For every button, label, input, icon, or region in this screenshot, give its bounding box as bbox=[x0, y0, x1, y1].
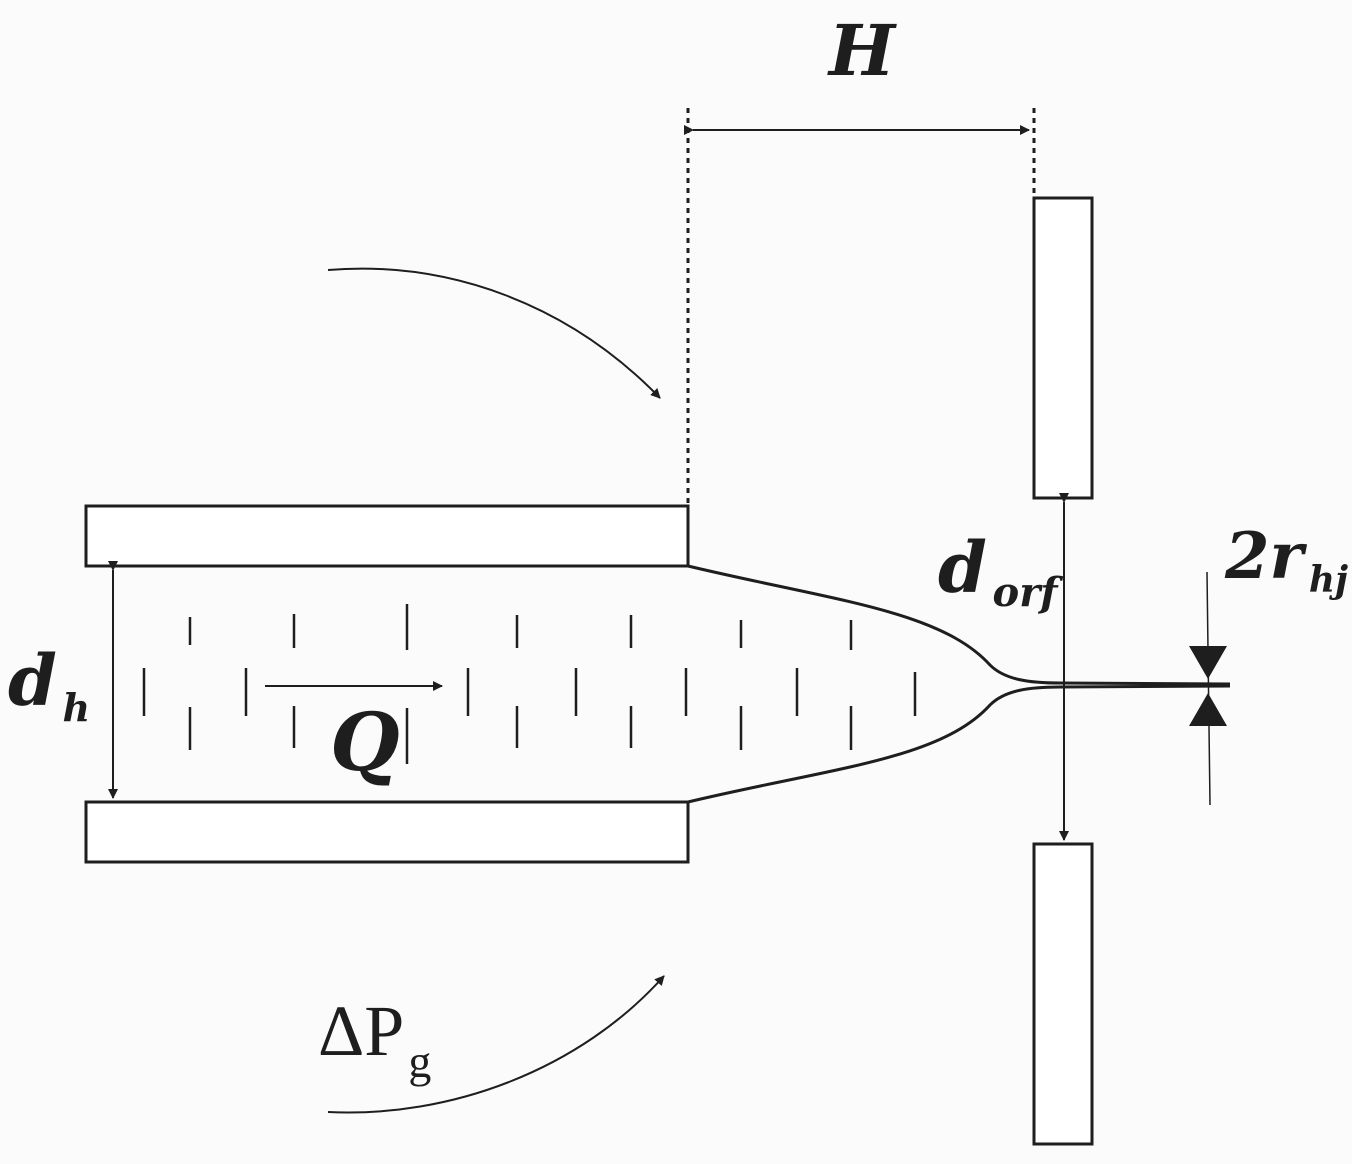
jet-radius-arrow-bottom bbox=[1189, 693, 1227, 726]
gas-pressure-drop-label: ΔP g bbox=[318, 991, 431, 1087]
orifice-plate-upper bbox=[1032, 196, 1094, 500]
gas-flow-arrow-upper bbox=[327, 267, 661, 399]
flow-rate-label: Q bbox=[330, 695, 400, 789]
orifice-plate-lower bbox=[1032, 842, 1094, 1146]
capillary-lower-wall bbox=[84, 800, 690, 864]
jet-radius-label: 2r hj bbox=[1224, 519, 1348, 601]
gas-flow-arrow-lower bbox=[327, 975, 665, 1114]
distance-label: H bbox=[827, 9, 897, 92]
meniscus-lower-profile bbox=[687, 684, 1231, 804]
orifice-diameter-label: d orf bbox=[938, 526, 1063, 616]
jet-radius-arrow-top bbox=[1189, 646, 1227, 679]
jet-radius-guide bbox=[1206, 571, 1211, 806]
capillary-diameter-label: d h bbox=[8, 639, 90, 730]
liquid-hatch-marks bbox=[142, 604, 917, 764]
capillary-upper-wall bbox=[84, 504, 690, 568]
meniscus-upper-profile bbox=[687, 564, 1231, 686]
